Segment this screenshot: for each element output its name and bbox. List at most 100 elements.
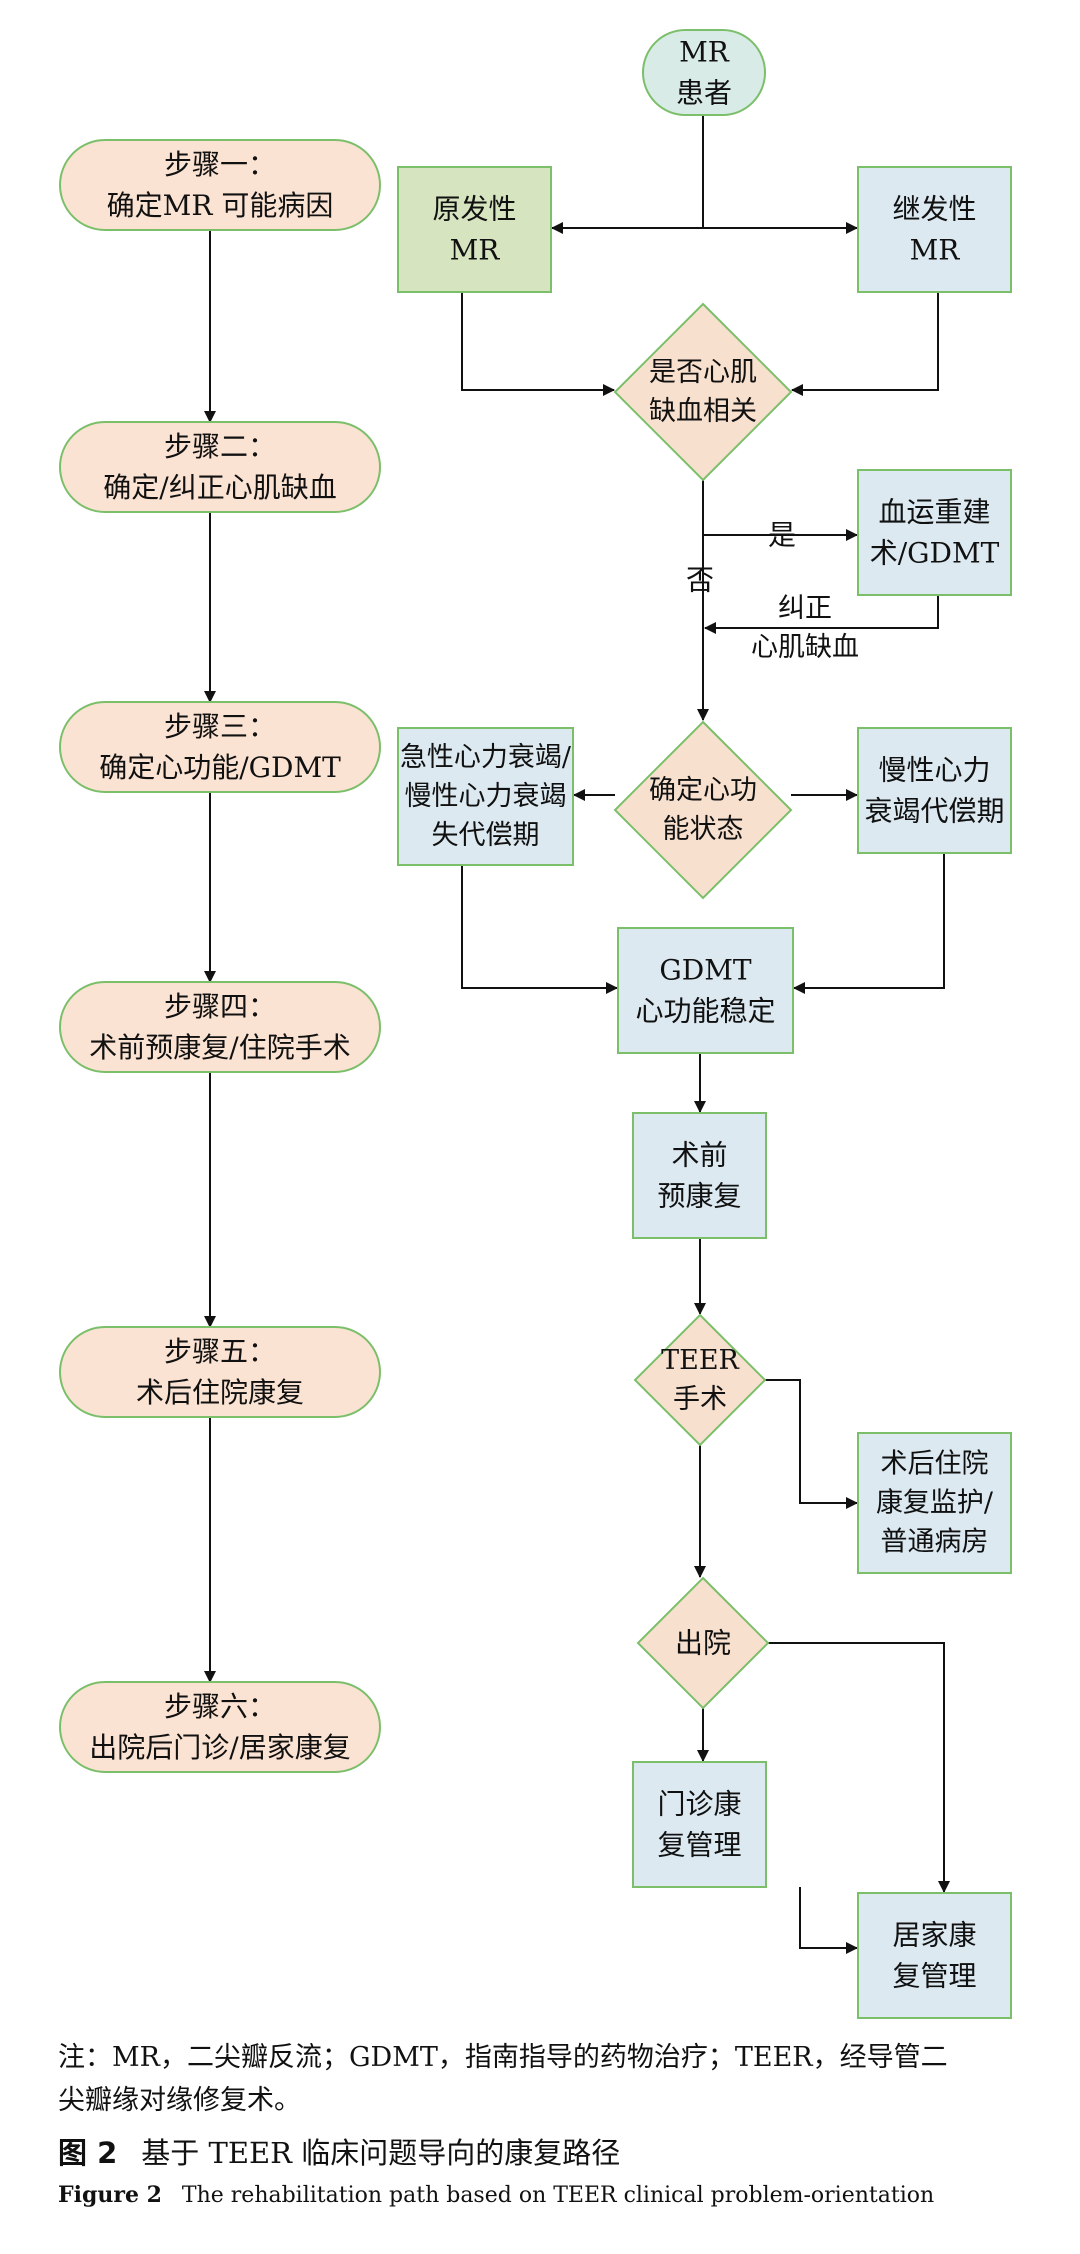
chronic-heart-failure-box [857, 727, 1012, 854]
acute-heart-failure-text-2: 慢性心力衰竭 [405, 781, 567, 812]
step-4-text-1: 步骤四： [164, 990, 276, 1023]
discharge-question-text-1: 出院 [675, 1627, 731, 1660]
step-4-label: 步骤四： 术前预康复/住院手术 [89, 990, 350, 1064]
step-5-label: 步骤五：术后住院康复 [136, 1335, 304, 1409]
step-1-text-2: 确定MR 可能病因 [107, 189, 334, 222]
discharge-question-diamond [636, 1576, 770, 1710]
teer-question-diamond [633, 1313, 767, 1447]
edge-outpatient-to-home [799, 1887, 858, 1954]
discharge-question-label: 出院 [675, 1627, 731, 1660]
step-5-text-2: 术后住院康复 [136, 1376, 304, 1409]
caption-en-text: The rehabilitation path based on TEER cl… [181, 2183, 935, 2208]
outpatient-rehab-text-1: 门诊康 [657, 1788, 741, 1821]
preop-prehab-box [632, 1112, 767, 1239]
postop-rehab-text-2: 康复监护/ [876, 1488, 994, 1519]
step-6-text-2: 出院后门诊/居家康复 [89, 1731, 350, 1764]
edge-label-yes: 是 [768, 519, 796, 552]
correct-ischemia-text-1: 纠正 [778, 593, 832, 624]
caption-cn-label: 图 2 [58, 2136, 118, 2170]
note-line-1: 注：MR，二尖瓣反流；GDMT，指南指导的药物治疗；TEER，经导管二 [58, 2042, 948, 2073]
figure-caption-en: Figure 2 The rehabilitation path based on… [58, 2182, 934, 2208]
start-node-label: MR 患者 [676, 36, 732, 110]
gdmt-stable-label: GDMT 心功能稳定 [635, 954, 775, 1028]
ischemia-question-text-1: 是否心肌 [649, 357, 757, 388]
step-4-text-2: 术前预康复/住院手术 [89, 1031, 350, 1064]
gdmt-stable-box [617, 927, 794, 1054]
ischemia-question-text-2: 缺血相关 [649, 396, 757, 427]
revascularization-text-1: 血运重建 [878, 496, 990, 529]
heart-function-question-diamond [613, 720, 793, 900]
heart-function-question-text-1: 确定心功 [649, 775, 757, 806]
secondary-mr-text-2: MR [910, 233, 961, 266]
correct-ischemia-label: 纠正心肌缺血 [751, 593, 859, 663]
gdmt-stable-text-2: 心功能稳定 [635, 994, 775, 1027]
figure-caption-cn: 图 2 基于 TEER 临床问题导向的康复路径 [58, 2130, 620, 2172]
chronic-heart-failure-text-1: 慢性心力 [878, 754, 990, 787]
primary-mr-text-1: 原发性 [432, 193, 516, 226]
preop-prehab-text-2: 预康复 [657, 1179, 741, 1212]
edge-chronic-to-gdmt [793, 853, 945, 994]
edge-teer-to-postop [765, 1379, 858, 1509]
outpatient-rehab-box [632, 1761, 767, 1888]
step-1-pill [59, 139, 381, 231]
step-5-pill [59, 1326, 381, 1418]
home-rehab-box [857, 1892, 1012, 2019]
edge-primary-to-question [461, 292, 615, 396]
revascularization-box [857, 469, 1012, 596]
postop-rehab-text-3: 普通病房 [881, 1527, 989, 1558]
caption-cn-text: 基于 TEER 临床问题导向的康复路径 [141, 2136, 621, 2170]
teer-question-label: TEER 手术 [661, 1345, 739, 1415]
start-node-pill [642, 29, 766, 116]
teer-question-text-1: TEER [661, 1345, 739, 1376]
acute-heart-failure-box [397, 727, 574, 866]
home-rehab-text-2: 复管理 [892, 1959, 976, 1992]
acute-heart-failure-text-3: 失代偿期 [432, 820, 540, 851]
start-node-text-2: 患者 [676, 76, 732, 109]
step-3-pill [59, 701, 381, 793]
edge-acute-to-gdmt [461, 865, 618, 994]
step-3-text-2: 确定心功能/GDMT [99, 751, 341, 784]
chronic-heart-failure-text-2: 衰竭代偿期 [864, 794, 1004, 827]
preop-prehab-text-1: 术前 [671, 1139, 727, 1172]
postop-rehab-box [857, 1432, 1012, 1574]
step-2-text-1: 步骤二： [164, 430, 276, 463]
step-3-text-1: 步骤三： [164, 710, 276, 743]
edge-label-no: 否 [686, 564, 714, 597]
gdmt-stable-text-1: GDMT [659, 954, 751, 987]
step-2-pill [59, 421, 381, 513]
step-6-text-1: 步骤六： [164, 1690, 276, 1723]
acute-heart-failure-text-1: 急性心力衰竭/ [400, 742, 572, 773]
teer-question-text-2: 手术 [673, 1384, 727, 1415]
note-line-2: 尖瓣缘对缘修复术。 [58, 2085, 301, 2116]
edge-secondary-to-question [791, 292, 939, 396]
step-2-label: 步骤二： 确定/纠正心肌缺血 [103, 430, 336, 504]
step-4-pill [59, 981, 381, 1073]
step-3-label: 步骤三： 确定心功能/GDMT [99, 710, 341, 784]
step-2-text-2: 确定/纠正心肌缺血 [103, 471, 336, 504]
outpatient-rehab-text-2: 复管理 [657, 1828, 741, 1861]
heart-function-question-text-2: 能状态 [663, 814, 744, 845]
step-1-label: 步骤一：确定MR 可能病因 [107, 148, 334, 222]
primary-mr-box [397, 166, 552, 293]
start-node-text-1: MR [679, 36, 730, 69]
postop-rehab-text-1: 术后住院 [881, 1448, 989, 1479]
preop-prehab-label: 术前预康复 [657, 1139, 741, 1213]
correct-ischemia-text-2: 心肌缺血 [751, 632, 859, 663]
secondary-mr-text-1: 继发性 [892, 193, 976, 226]
ischemia-question-diamond [613, 302, 793, 482]
step-6-label: 步骤六： 出院后门诊/居家康复 [89, 1690, 350, 1764]
secondary-mr-label: 继发性 MR [892, 193, 976, 267]
caption-en-label: Figure 2 [58, 2182, 162, 2208]
edge-discharge-to-home [768, 1642, 950, 1893]
revascularization-text-2: 术/GDMT [870, 536, 1000, 569]
